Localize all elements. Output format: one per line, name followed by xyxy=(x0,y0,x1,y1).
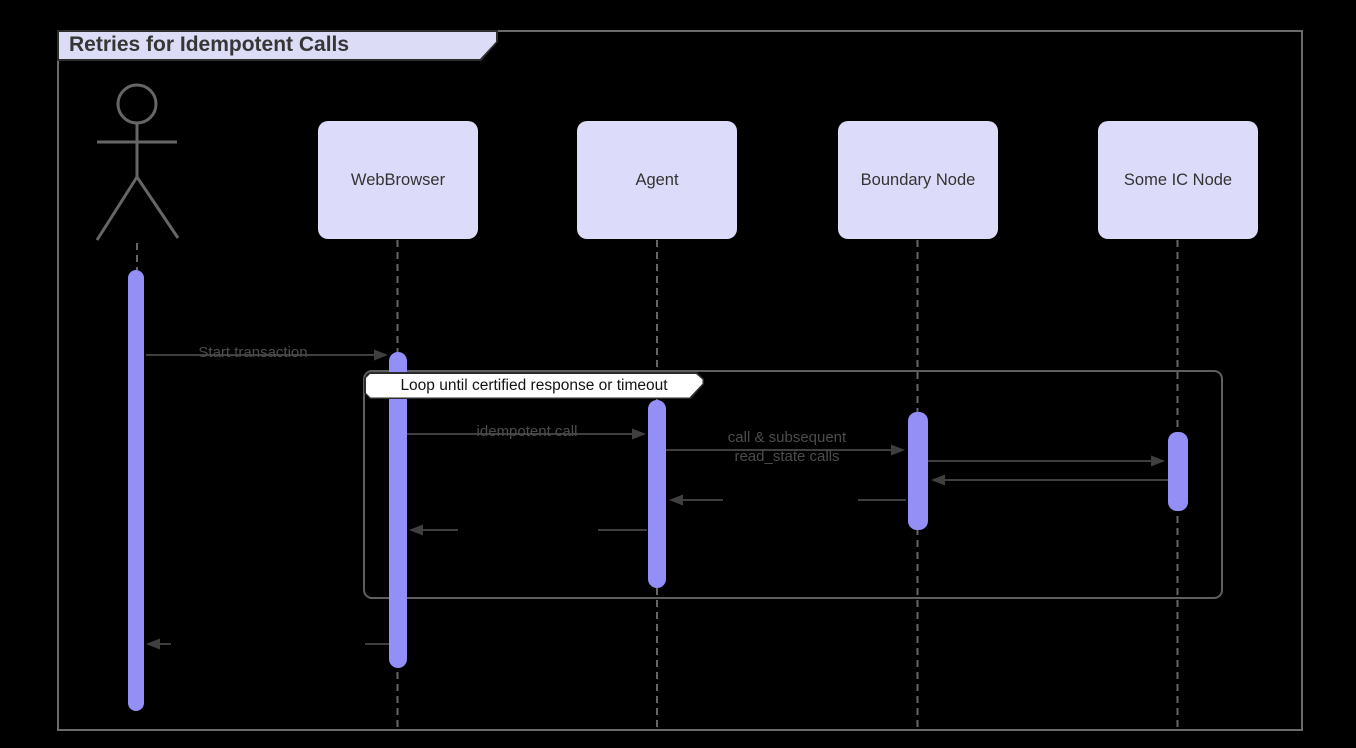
activation-some-ic-node xyxy=(1168,432,1188,511)
loop-label-background: Loop until certified response or timeout xyxy=(366,374,703,398)
participant-agent-label: Agent xyxy=(635,170,679,189)
participant-webbrowser-label: WebBrowser xyxy=(350,170,446,189)
participant-some-ic-node-label: Some IC Node xyxy=(1123,170,1233,189)
message-label-call-subsequent-line1: call & subsequent xyxy=(727,429,847,446)
message-label-idempotent-call: idempotent call xyxy=(476,423,578,440)
participant-webbrowser: WebBrowser xyxy=(318,121,478,239)
activation-webbrowser xyxy=(389,352,407,668)
diagram-title-banner: Retries for Idempotent Calls xyxy=(57,30,498,61)
activation-agent xyxy=(648,400,666,588)
message-label-call-subsequent-line2: read_state calls xyxy=(734,447,840,465)
activation-actor xyxy=(128,270,144,711)
diagram-title: Retries for Idempotent Calls xyxy=(69,33,350,56)
participant-some-ic-node: Some IC Node xyxy=(1098,121,1258,239)
loop-label: Loop until certified response or timeout xyxy=(364,372,704,399)
diagram-outer-frame xyxy=(57,30,1303,731)
diagram-title-banner-fill xyxy=(59,32,496,59)
message-label-call-subsequent: call & subsequent read_state calls xyxy=(687,429,887,466)
participant-boundary-node-label: Boundary Node xyxy=(860,170,976,189)
loop-label-text: Loop until certified response or timeout xyxy=(400,376,668,394)
message-label-start-transaction: Start transaction xyxy=(198,344,308,361)
participant-boundary-node: Boundary Node xyxy=(838,121,998,239)
activation-boundary-node xyxy=(908,412,928,530)
loop-fragment-frame xyxy=(363,370,1223,599)
participant-agent: Agent xyxy=(577,121,737,239)
